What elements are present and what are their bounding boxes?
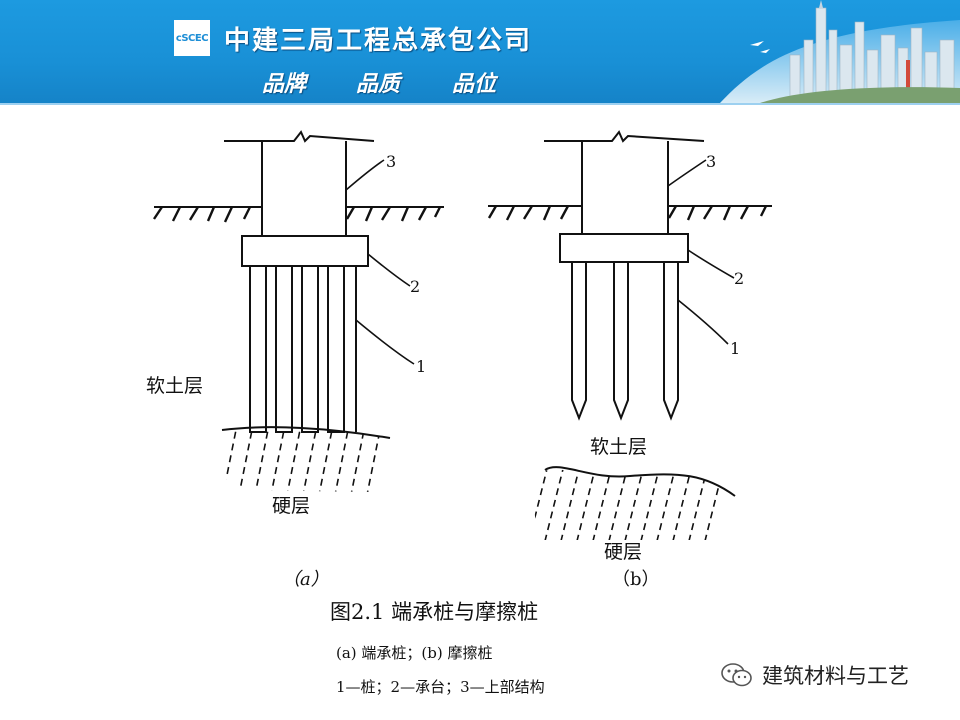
sublabel-b: （b）: [612, 569, 660, 590]
soft-layer-label-a: 软土层: [146, 375, 203, 397]
superstructure-a: [224, 130, 375, 236]
figure-b: [487, 130, 772, 540]
header-divider: [0, 103, 960, 105]
pile-cap-b: [559, 233, 689, 263]
friction-piles-b: [571, 262, 679, 421]
watermark: 建筑材料与工艺: [720, 660, 909, 690]
ground-surface-b: [487, 205, 772, 221]
figure-caption: 图2.1 端承桩与摩擦桩: [330, 600, 539, 624]
slogan-row: 品牌 品质 品位: [262, 66, 522, 97]
hard-stratum-b: [530, 466, 736, 540]
logo-text: cSCEC: [175, 32, 209, 44]
slogan-quality: 品质: [356, 72, 401, 97]
city-skyline-illustration: [720, 0, 960, 103]
pile-cap-a: [241, 235, 369, 267]
slogan-taste: 品位: [452, 72, 497, 97]
soft-layer-label-b: 软土层: [590, 436, 647, 458]
hard-layer-label-a: 硬层: [272, 495, 310, 517]
slogan-brand: 品牌: [262, 72, 307, 97]
label-cap-a: 2: [410, 277, 420, 296]
watermark-text: 建筑材料与工艺: [762, 664, 909, 688]
label-superstructure-b: 3: [706, 152, 716, 171]
header-banner: cSCEC 中建三局工程总承包公司 品牌 品质 品位: [0, 0, 960, 103]
caption-legend-types: (a) 端承桩；(b) 摩擦桩: [336, 644, 493, 662]
company-logo: cSCEC: [174, 20, 210, 56]
hard-layer-label-b: 硬层: [604, 541, 642, 563]
figure-a: [153, 130, 444, 492]
end-bearing-piles-a: [249, 265, 357, 433]
label-pile-a: 1: [416, 357, 426, 376]
label-superstructure-a: 3: [386, 152, 396, 171]
sublabel-a: （a）: [282, 569, 329, 590]
label-cap-b: 2: [734, 269, 744, 288]
superstructure-b: [544, 130, 705, 234]
wechat-icon: [721, 663, 752, 687]
ground-surface-a: [153, 206, 444, 223]
label-pile-b: 1: [730, 339, 740, 358]
caption-legend-parts: 1—桩；2—承台；3—上部结构: [336, 678, 545, 696]
company-name: 中建三局工程总承包公司: [224, 26, 533, 56]
